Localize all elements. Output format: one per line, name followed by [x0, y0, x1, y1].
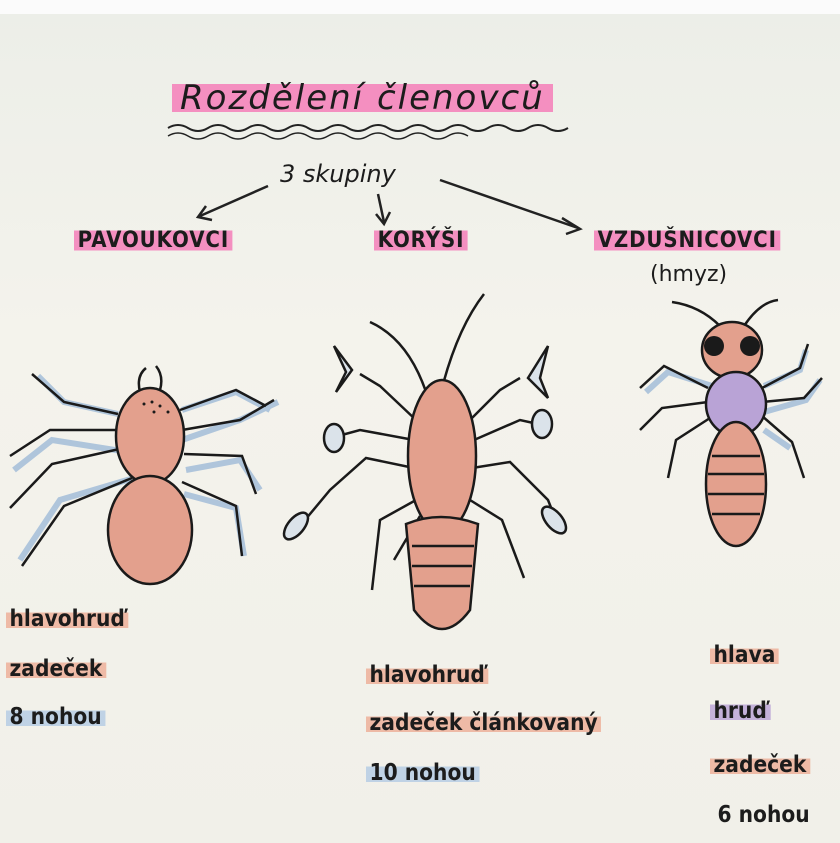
- crayfish-label-legs: 10 nohou: [366, 760, 479, 786]
- spider-drawing: [10, 366, 278, 584]
- crayfish-label-cephalothorax: hlavohruď: [366, 662, 488, 688]
- arrow-middle: [376, 194, 390, 224]
- crayfish-drawing: [280, 294, 571, 629]
- page-title: Rozdělení členovců: [172, 78, 553, 118]
- arrow-left: [198, 186, 268, 220]
- group-title-pavoukovci: PAVOUKOVCI: [74, 226, 233, 255]
- insect-label-head: hlava: [710, 642, 779, 668]
- title-underline: [168, 125, 568, 131]
- spider-label-abdomen: zadeček: [6, 656, 106, 682]
- insect-drawing: [640, 300, 822, 546]
- group-title-korysi: KORÝŠI: [374, 226, 468, 255]
- insect-label-legs: 6 nohou: [714, 802, 813, 828]
- crayfish-label-abdomen: zadeček článkovaný: [366, 710, 601, 736]
- insect-label-thorax: hruď: [710, 698, 770, 724]
- insect-label-abdomen: zadeček: [710, 752, 810, 778]
- group-note-hmyz: (hmyz): [650, 262, 727, 287]
- group-title-vzdusnicovci: VZDUŠNICOVCI: [594, 226, 780, 255]
- spider-label-legs: 8 nohou: [6, 704, 105, 730]
- subtitle: 3 skupiny: [280, 160, 396, 188]
- spider-label-cephalothorax: hlavohruď: [6, 606, 128, 632]
